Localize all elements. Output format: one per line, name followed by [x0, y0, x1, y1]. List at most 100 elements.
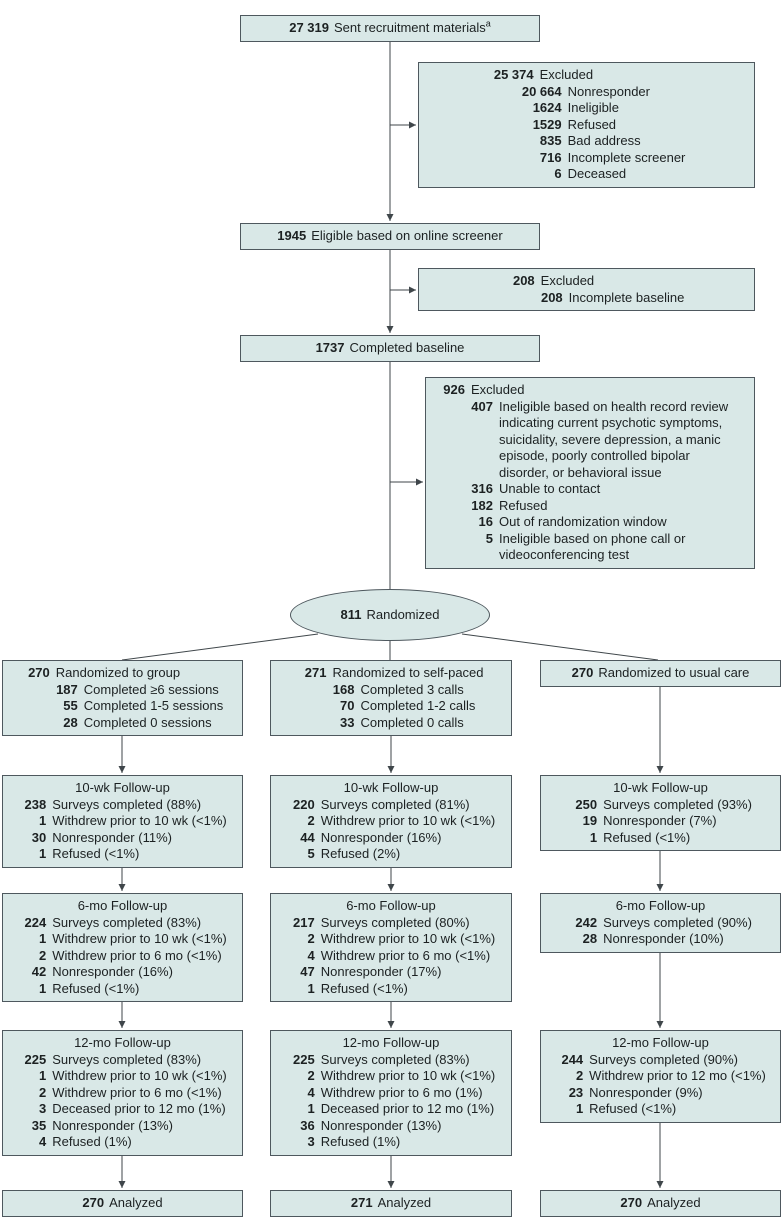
count: 187 — [56, 681, 78, 697]
followup-rows: 225 Surveys completed (83%) 2 Withdrew p… — [287, 1052, 495, 1151]
flow-row: 271 Randomized to self-paced — [298, 665, 484, 682]
flow-row: 1624 Ineligible — [488, 100, 686, 117]
row-label: Refused (<1%) — [320, 980, 408, 996]
row-label: Bad address — [567, 133, 641, 148]
flow-row: 2 Withdrew prior to 10 wk (<1%) — [287, 1068, 496, 1085]
row-label: Surveys completed (83%) — [52, 914, 202, 930]
flow-row: 270 Randomized to group — [22, 665, 223, 682]
exclusion-rows: 926 Excluded 407 Ineligible based on hea… — [437, 382, 743, 564]
flow-row: 28 Completed 0 sessions — [22, 715, 223, 732]
flow-row: 16 Out of randomization window — [437, 514, 743, 531]
box-usualcare-6mo-followup: 6-mo Follow-up 242 Surveys completed (90… — [540, 893, 781, 953]
count: 270 — [28, 665, 50, 680]
row-label: Deceased prior to 12 mo (1%) — [52, 1101, 226, 1116]
count: 5 — [307, 846, 315, 861]
flow-row: 3 Deceased prior to 12 mo (1%) — [18, 1101, 226, 1118]
flow-row: 1529 Refused — [488, 117, 686, 134]
count: 1737 — [315, 340, 345, 355]
row-label: Refused (<1%) — [52, 980, 140, 996]
count: 224 — [24, 914, 47, 930]
box-arm-group-assignment: 270 Randomized to group 187 Completed ≥6… — [2, 660, 243, 736]
flow-row: 2 Withdrew prior to 10 wk (<1%) — [287, 813, 496, 830]
flow-row: 250 Surveys completed (93%) — [569, 797, 752, 814]
flow-row: 225 Surveys completed (83%) — [18, 1052, 226, 1069]
flow-row: 36 Nonresponder (13%) — [287, 1118, 495, 1135]
box-group-6mo-followup: 6-mo Follow-up 224 Surveys completed (83… — [2, 893, 243, 1002]
count: 6 — [554, 166, 562, 181]
flow-row: 316 Unable to contact — [437, 481, 743, 498]
count: 70 — [340, 698, 355, 713]
row-label: Refused (1%) — [320, 1134, 401, 1149]
row-label: Surveys completed (83%) — [320, 1051, 470, 1067]
box-excluded-randomization: 926 Excluded 407 Ineligible based on hea… — [425, 377, 755, 569]
box-selfpaced-6mo-followup: 6-mo Follow-up 217 Surveys completed (80… — [270, 893, 512, 1002]
flow-row: 220 Surveys completed (81%) — [287, 797, 495, 814]
count: 42 — [31, 964, 47, 979]
flow-row: 835 Bad address — [488, 133, 686, 150]
row-label: Refused (<1%) — [603, 829, 691, 845]
followup-rows: 244 Surveys completed (90%) 2 Withdrew p… — [555, 1052, 765, 1118]
row-label: Withdrew prior to 10 wk (<1%) — [320, 813, 496, 828]
followup-title: 10-wk Follow-up — [613, 780, 708, 795]
count: 5 — [485, 530, 493, 546]
row-label: Unable to contact — [499, 481, 601, 496]
followup-rows: 242 Surveys completed (90%) 28 Nonrespon… — [569, 915, 752, 948]
assignment-rows: 271 Randomized to self-paced 168 Complet… — [298, 665, 484, 731]
flow-row: 5 Ineligible based on phone call or vide… — [437, 531, 743, 564]
flow-row: 25 374 Excluded — [488, 67, 686, 84]
count: 2 — [307, 813, 315, 828]
row-label: Refused (<1%) — [589, 1101, 677, 1116]
flow-row: 70 Completed 1-2 calls — [298, 698, 483, 715]
count: 4 — [39, 1134, 47, 1149]
row-label: Refused — [499, 497, 548, 513]
row-label: Nonresponder (11%) — [52, 829, 172, 845]
row-label: Nonresponder — [567, 83, 650, 99]
count: 4 — [307, 1084, 315, 1100]
assignment-rows: 270 Randomized to group 187 Completed ≥6… — [22, 665, 223, 731]
row-label: Analyzed — [377, 1195, 432, 1210]
flow-row: 2 Withdrew prior to 10 wk (<1%) — [287, 931, 496, 948]
count: 20 664 — [521, 83, 562, 99]
count: 1 — [575, 1101, 584, 1116]
followup-title: 12-mo Follow-up — [74, 1035, 171, 1050]
count: 28 — [582, 931, 598, 946]
followup-rows: 250 Surveys completed (93%) 19 Nonrespon… — [569, 797, 752, 847]
row-label: Surveys completed (80%) — [320, 914, 470, 930]
count: 225 — [24, 1051, 47, 1067]
flow-row: 407 Ineligible based on health record re… — [437, 399, 743, 482]
row-label: Withdrew prior to 10 wk (<1%) — [52, 813, 227, 828]
flow-row: 3 Refused (1%) — [287, 1134, 495, 1151]
flow-row: 208 Incomplete baseline — [489, 290, 684, 307]
count: 926 — [443, 382, 465, 397]
footnote-marker: a — [485, 18, 491, 29]
box-excluded-baseline: 208 Excluded 208 Incomplete baseline — [418, 268, 755, 311]
row-label: Nonresponder (16%) — [52, 964, 173, 979]
followup-rows: 217 Surveys completed (80%) 2 Withdrew p… — [287, 915, 495, 998]
count: 47 — [300, 964, 315, 979]
flow-row: 35 Nonresponder (13%) — [18, 1118, 226, 1135]
row-label: Completed ≥6 sessions — [83, 681, 219, 697]
count: 1624 — [532, 100, 562, 115]
flow-row: 1 Refused (<1%) — [18, 981, 226, 998]
flow-row: 217 Surveys completed (80%) — [287, 915, 495, 932]
count: 55 — [63, 698, 78, 713]
flow-row: 225 Surveys completed (83%) — [287, 1052, 495, 1069]
row-label: Withdrew prior to 10 wk (<1%) — [320, 931, 496, 946]
row-label: Completed 0 sessions — [83, 714, 212, 730]
count: 30 — [31, 829, 47, 845]
row-label: Ineligible based on health record review… — [499, 398, 729, 480]
flow-row: 182 Refused — [437, 498, 743, 515]
count: 3 — [39, 1101, 47, 1116]
flow-row: 208 Excluded — [489, 273, 685, 290]
flow-row: 19 Nonresponder (7%) — [569, 813, 752, 830]
row-label: Randomized to usual care — [598, 665, 750, 680]
count: 2 — [307, 931, 315, 946]
row-label: Surveys completed (83%) — [52, 1051, 202, 1067]
count: 217 — [293, 914, 315, 930]
row-label: Completed 0 calls — [360, 714, 464, 730]
row-label: Analyzed — [647, 1195, 701, 1210]
count: 2 — [39, 1084, 47, 1100]
